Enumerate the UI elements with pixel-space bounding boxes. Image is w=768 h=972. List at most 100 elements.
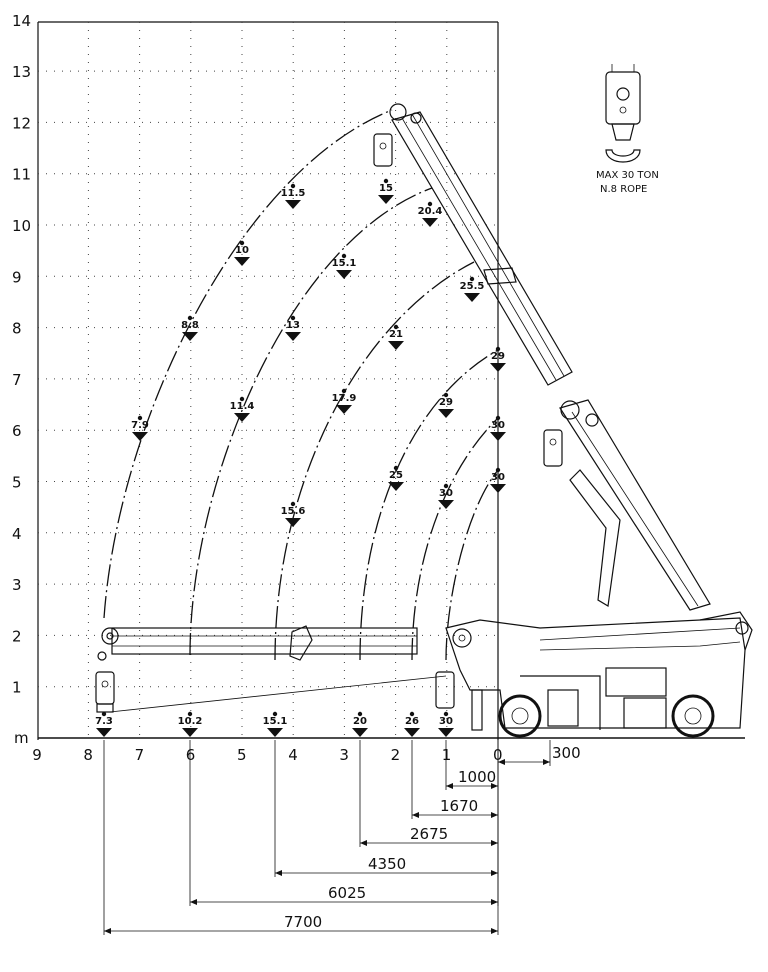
y-tick-label: 9 (12, 268, 22, 286)
dimension-line: 1000 (445, 740, 499, 790)
load-value: 7.3 (95, 716, 113, 727)
arc-load-marker: 8.8 (181, 315, 199, 341)
load-value: 20 (353, 716, 367, 727)
dimension-line: 2675 (359, 740, 499, 847)
radius-arc-1 (103, 109, 393, 619)
y-tick-label: 10 (12, 217, 31, 235)
arc-load-marker: 30 (490, 415, 506, 441)
dimension-value: 1670 (440, 797, 478, 815)
arc-load-marker: 30 (438, 483, 454, 509)
dimension-value: 300 (552, 744, 581, 762)
crane-vehicle (435, 611, 753, 738)
load-value: 10 (235, 245, 249, 256)
y-tick-label: 2 (12, 627, 22, 645)
arc-load-marker: 7.9 (131, 415, 149, 441)
x-tick-label: 4 (288, 746, 298, 764)
x-tick-label: 7 (135, 746, 145, 764)
x-tick-label: 3 (339, 746, 349, 764)
hook-block-left (95, 671, 115, 713)
arc-load-marker: 20.4 (418, 201, 443, 227)
radius-arcs (103, 109, 499, 661)
load-value: 30 (491, 420, 505, 431)
y-tick-label: 11 (12, 166, 31, 184)
arc-load-marker: 25.5 (460, 276, 485, 302)
load-value: 30 (439, 488, 453, 499)
load-value: 11.5 (281, 188, 306, 199)
ground-load-marker: 26 (404, 711, 420, 737)
radius-arc-4 (359, 349, 499, 661)
arc-load-marker: 15.6 (281, 501, 305, 527)
load-value: 20.4 (418, 206, 443, 217)
arc-load-marker: 29 (438, 392, 454, 418)
dotted-grid (38, 22, 498, 738)
dimension-value: 4350 (368, 855, 406, 873)
x-tick-label: 9 (32, 746, 42, 764)
radius-arc-5 (411, 417, 499, 661)
ground-load-marker: 20 (352, 711, 368, 737)
rear-wheel (671, 694, 715, 738)
y-tick-label: 1 (12, 679, 22, 697)
y-tick-label: 6 (12, 422, 22, 440)
load-value: 13 (286, 320, 300, 331)
ground-load-markers: 7.3 10.2 15.1 20 26 30 (95, 711, 454, 737)
load-value: 30 (439, 716, 453, 727)
radius-arc-3 (274, 261, 475, 661)
load-value: 15.1 (332, 258, 357, 269)
load-value: 11.4 (230, 401, 255, 412)
y-tick-label: 14 (12, 12, 31, 30)
x-tick-label: 2 (391, 746, 401, 764)
x-tick-label: 8 (83, 746, 93, 764)
horizontal-boom (97, 625, 447, 713)
arc-load-marker: 17.9 (332, 388, 357, 414)
load-value: 21 (389, 329, 403, 340)
dimension-line: 7700 (103, 740, 499, 935)
front-wheel (498, 694, 542, 738)
load-value: 17.9 (332, 393, 357, 404)
x-tick-label: 5 (237, 746, 247, 764)
dimension-value: 7700 (284, 913, 322, 931)
dimension-value: 6025 (328, 884, 366, 902)
y-tick-label: 3 (12, 576, 22, 594)
load-value: 15 (379, 183, 393, 194)
load-value: 8.8 (181, 320, 199, 331)
arc-load-marker: 11.4 (230, 396, 255, 422)
dimension-line: 6025 (189, 740, 499, 906)
ground-load-marker: 7.3 (95, 711, 113, 737)
dimension-line: 4350 (274, 740, 499, 877)
arc-load-markers: 7.9 8.8 10 11.5 15 11.4 13 15.1 20.4 15.6 17.9 21 25… (131, 178, 506, 527)
dimension-value: 1000 (458, 768, 496, 786)
hook-capacity-label: MAX 30 TON (596, 170, 659, 181)
load-value: 29 (491, 351, 505, 362)
y-tick-label: 7 (12, 371, 22, 389)
x-tick-label: 1 (442, 746, 452, 764)
y-unit-label: m (14, 729, 29, 747)
y-tick-label: 13 (12, 63, 31, 81)
load-value: 29 (439, 397, 453, 408)
arc-load-marker: 29 (490, 346, 506, 372)
arc-load-marker: 13 (285, 315, 301, 341)
chart-frame (37, 21, 745, 740)
ground-load-marker: 30 (438, 711, 454, 737)
radius-arc-2 (189, 187, 433, 656)
load-value: 25 (389, 470, 403, 481)
radius-arc-6 (445, 469, 499, 661)
arc-load-marker: 10 (234, 240, 250, 266)
load-value: 26 (405, 716, 419, 727)
y-tick-label: 5 (12, 474, 22, 492)
load-value: 25.5 (460, 281, 485, 292)
hook-rope-label: N.8 ROPE (600, 184, 647, 195)
load-value: 10.2 (178, 716, 203, 727)
arc-load-marker: 11.5 (281, 183, 306, 209)
arc-load-marker: 21 (388, 324, 404, 350)
arc-load-marker: 30 (490, 467, 506, 493)
load-value: 15.1 (263, 716, 288, 727)
arc-load-marker: 15.1 (332, 253, 357, 279)
ground-load-marker: 15.1 (263, 711, 288, 737)
y-tick-label: 8 (12, 320, 22, 338)
dimension-line: 300 (497, 740, 581, 766)
luffed-boom (373, 103, 573, 386)
load-value: 7.9 (131, 420, 149, 431)
